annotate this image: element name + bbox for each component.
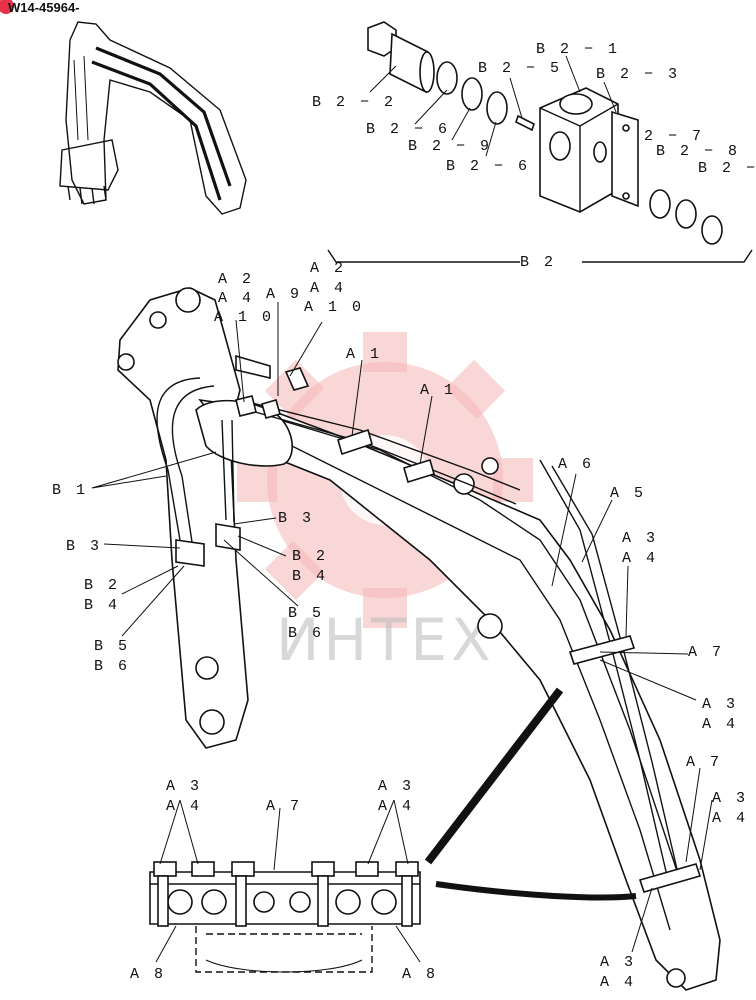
label-b1: B 1 — [52, 482, 88, 499]
a1-clamp-right — [403, 458, 435, 484]
watermark-text: ИНТЕХ — [276, 606, 495, 674]
label-a1-a: A 1 — [346, 346, 382, 363]
detail-pipe-sections — [167, 889, 397, 915]
label-detail-a4-right: A 4 — [378, 798, 414, 815]
detail-pointer-upper — [424, 687, 564, 865]
label-b2-7: 2 − 7 — [644, 128, 704, 145]
document-badge-icon — [0, 0, 14, 14]
b2-8-ring — [675, 199, 697, 229]
label-b2-3: B 2 − 3 — [596, 66, 680, 83]
label-a6: A 6 — [558, 456, 594, 473]
label-b2-left: B 2 — [84, 577, 120, 594]
overview-arm-thumbnail — [59, 21, 247, 215]
label-b2-2: B 2 − 2 — [312, 94, 396, 111]
label-a10-right: A 1 0 — [304, 299, 364, 316]
label-a4-bottom: A 4 — [600, 974, 636, 991]
label-a10-left: A 1 0 — [214, 309, 274, 326]
leader-lines — [91, 302, 713, 953]
label-b6-left: B 6 — [94, 658, 130, 675]
label-b2-1: B 2 − 1 — [536, 41, 620, 58]
label-detail-a3-left: A 3 — [166, 778, 202, 795]
label-b6-right: B 6 — [288, 625, 324, 642]
label-b4-left: B 4 — [84, 597, 120, 614]
a7-clamp-detail — [149, 861, 421, 973]
b2-1-block — [539, 87, 619, 213]
b2-block-left — [175, 539, 205, 567]
label-detail-a8-left: A 8 — [130, 966, 166, 983]
label-a3-mid: A 3 — [702, 696, 738, 713]
label-a5: A 5 — [610, 485, 646, 502]
label-b3-left: B 3 — [66, 538, 102, 555]
label-b5-right: B 5 — [288, 605, 324, 622]
detail-vertical-bolts — [157, 875, 413, 927]
label-b3-right: B 3 — [278, 510, 314, 527]
b2-7-ring — [649, 189, 671, 219]
label-b4-right: B 4 — [292, 568, 328, 585]
label-a7-mid: A 7 — [688, 644, 724, 661]
label-a3-low-r: A 3 — [712, 790, 748, 807]
b2-2-pin — [367, 21, 435, 94]
label-a4-top: A 4 — [622, 550, 658, 567]
label-a9: A 9 — [266, 286, 302, 303]
label-b5-left: B 5 — [94, 638, 130, 655]
b2-3-plate — [611, 110, 639, 208]
b2-6-ring-right — [486, 91, 508, 125]
label-b2-cut: B 2 − — [698, 160, 756, 177]
b2-9-ring — [461, 77, 483, 111]
b2-block-right — [215, 523, 241, 551]
label-b2-9: B 2 − 9 — [408, 138, 492, 155]
label-b2-6a: B 2 − 6 — [366, 121, 450, 138]
label-a4-mid: A 4 — [702, 716, 738, 733]
main-boom-assembly — [117, 287, 721, 991]
label-detail-a7: A 7 — [266, 798, 302, 815]
label-a2-right: A 2 — [310, 260, 346, 277]
label-a4-right: A 4 — [310, 280, 346, 297]
a7-clamp-low — [638, 863, 702, 893]
a7-clamp-mid — [568, 635, 636, 665]
label-a2-left: A 2 — [218, 271, 254, 288]
label-a3-bottom: A 3 — [600, 954, 636, 971]
document-id: W14-45964- — [8, 0, 80, 15]
label-b2-8: B 2 − 8 — [656, 143, 740, 160]
label-detail-a3-right: A 3 — [378, 778, 414, 795]
b2-group-bracket — [327, 249, 753, 263]
label-a3-top: A 3 — [622, 530, 658, 547]
b2-exploded-detail — [327, 21, 753, 263]
label-b2-6b: B 2 − 6 — [446, 158, 530, 175]
label-a7-low: A 7 — [686, 754, 722, 771]
label-detail-a4-left: A 4 — [166, 798, 202, 815]
b2-6-ring-left — [436, 61, 458, 95]
label-a4-low-r: A 4 — [712, 810, 748, 827]
label-a4-left: A 4 — [218, 290, 254, 307]
label-b2-group: B 2 — [520, 254, 556, 271]
b2-5-rod — [515, 114, 535, 132]
b2-snap-ring — [701, 215, 723, 245]
a1-clamp-left — [337, 428, 373, 456]
detail-bolt-heads — [153, 861, 419, 877]
detail-pointer-lower — [435, 881, 637, 901]
label-b2-5: B 2 − 5 — [478, 60, 562, 77]
label-detail-a8-right: A 8 — [402, 966, 438, 983]
label-b2-right: B 2 — [292, 548, 328, 565]
label-a1-b: A 1 — [420, 382, 456, 399]
